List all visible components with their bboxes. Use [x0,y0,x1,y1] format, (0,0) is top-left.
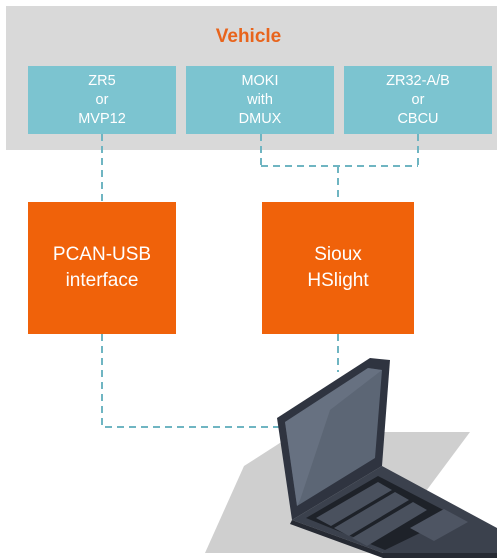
connector-pcan-laptop [101,334,282,428]
sioux-hslight-box: Sioux HSlight [262,202,414,334]
module-label: MOKI with DMUX [238,72,282,127]
module-label: ZR32-A/B or CBCU [386,72,450,127]
pcan-usb-interface-box: PCAN-USB interface [28,202,176,334]
module-zr5-mvp12: ZR5 or MVP12 [28,66,176,134]
vehicle-title: Vehicle [215,26,282,47]
module-moki-dmux: MOKI with DMUX [186,66,334,134]
pcan-usb-interface-label: PCAN-USB interface [52,244,152,291]
module-zr32-cbcu: ZR32-A/B or CBCU [344,66,492,134]
sioux-hslight-label: Sioux HSlight [307,244,369,291]
module-label: ZR5 or MVP12 [78,72,126,127]
